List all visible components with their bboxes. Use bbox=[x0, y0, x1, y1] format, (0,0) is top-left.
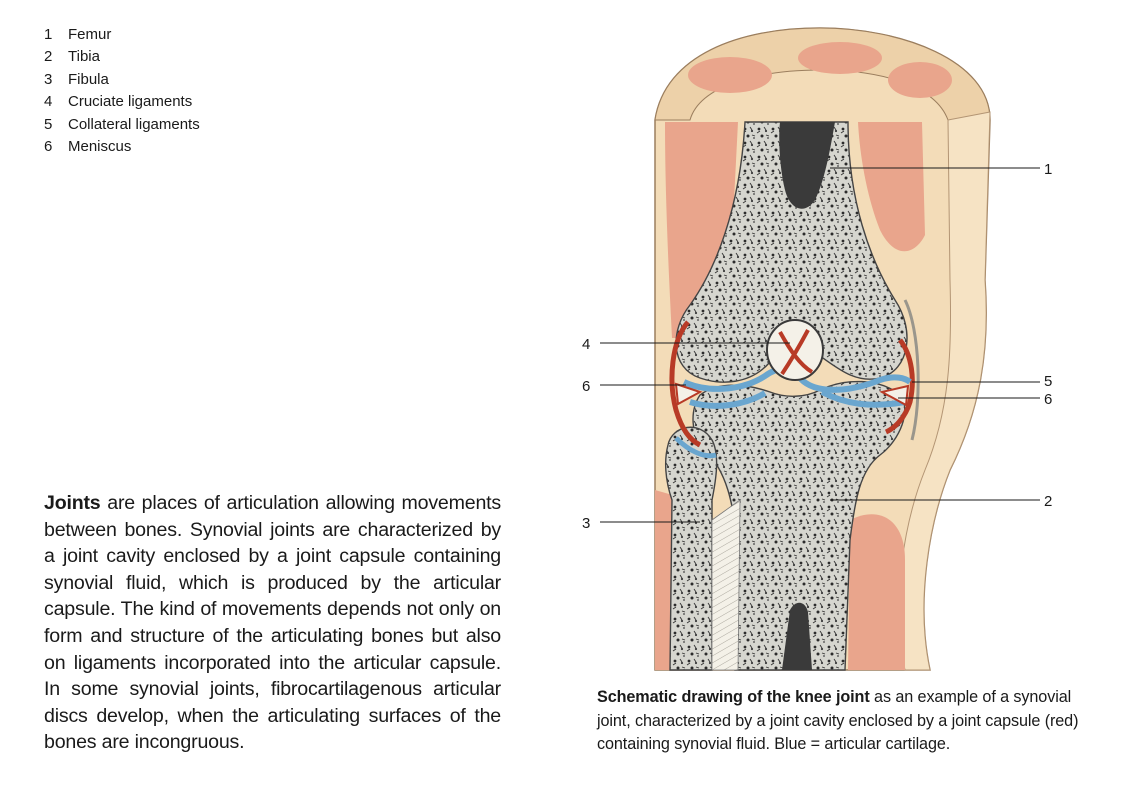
cartilage-fibula-head bbox=[674, 436, 717, 459]
caption-lead: Schematic drawing of the knee joint bbox=[597, 688, 870, 706]
joint-capsule-right bbox=[884, 338, 915, 435]
intro-lead: Joints bbox=[44, 492, 101, 514]
joint-structures bbox=[669, 299, 920, 459]
callout-tibia: 2 bbox=[1044, 493, 1052, 510]
femur-marrow-cavity bbox=[779, 122, 835, 209]
cruciate-ligament-strands bbox=[778, 329, 814, 376]
legend-item-cruciate: 4 Cruciate ligaments bbox=[44, 91, 200, 113]
legend-item-collateral: 5 Collateral ligaments bbox=[44, 114, 200, 136]
muscle-top-right bbox=[888, 62, 952, 98]
legend-number: 6 bbox=[44, 138, 53, 156]
callout-meniscus-left: 6 bbox=[582, 378, 590, 395]
legend-label: Cruciate ligaments bbox=[68, 93, 193, 111]
legend-label: Femur bbox=[68, 26, 112, 43]
callout-femur: 1 bbox=[1044, 161, 1052, 178]
legend-item-tibia: 2 Tibia bbox=[44, 46, 200, 68]
tibia bbox=[692, 380, 906, 671]
caption-body: as an example of a synovial joint, chara… bbox=[597, 688, 1079, 754]
joint-capsule-left bbox=[669, 320, 702, 448]
figure-caption: Schematic drawing of the knee joint as a… bbox=[597, 686, 1097, 757]
legend-item-fibula: 3 Fibula bbox=[44, 69, 200, 91]
callout-meniscus-right: 6 bbox=[1044, 391, 1052, 408]
legend-number: 4 bbox=[44, 93, 53, 111]
intro-body: are places of articulation allowing move… bbox=[44, 492, 501, 754]
collateral-ligament bbox=[903, 299, 920, 441]
callout-fibula: 3 bbox=[582, 515, 590, 532]
legend-item-femur: 1 Femur bbox=[44, 24, 200, 46]
legend-label: Collateral ligaments bbox=[68, 115, 200, 133]
legend-number: 2 bbox=[44, 48, 53, 66]
intro-paragraph: Joints are places of articulation allowi… bbox=[44, 490, 501, 756]
muscle-top-mid bbox=[798, 42, 882, 74]
legend-number: 1 bbox=[44, 26, 53, 43]
structure-legend: 1 Femur 2 Tibia 3 Fibula 4 Cruciate ligament… bbox=[44, 24, 200, 158]
skin-right-side bbox=[898, 111, 991, 671]
muscle-top-left bbox=[688, 57, 772, 93]
callouts: 1 4 6 5 6 2 3 bbox=[582, 161, 1052, 532]
callout-cruciate: 4 bbox=[582, 336, 590, 353]
muscle-right-thigh bbox=[858, 122, 925, 252]
muscle-right-leg bbox=[848, 514, 905, 670]
legend-number: 3 bbox=[44, 70, 53, 88]
legend-item-meniscus: 6 Meniscus bbox=[44, 136, 200, 158]
legend-label: Meniscus bbox=[68, 138, 132, 156]
meniscus-right bbox=[879, 384, 910, 407]
meniscus-left bbox=[674, 382, 703, 406]
fibula-bone bbox=[664, 426, 718, 671]
articular-cartilage-tibia bbox=[689, 389, 906, 409]
interosseous-membrane bbox=[711, 499, 741, 671]
legend-label: Tibia bbox=[68, 48, 100, 66]
callout-collateral: 5 bbox=[1044, 373, 1052, 390]
legend-number: 5 bbox=[44, 115, 53, 133]
fibula bbox=[664, 426, 741, 671]
tibia-marrow-cavity bbox=[782, 602, 812, 670]
legend-label: Fibula bbox=[68, 70, 109, 88]
